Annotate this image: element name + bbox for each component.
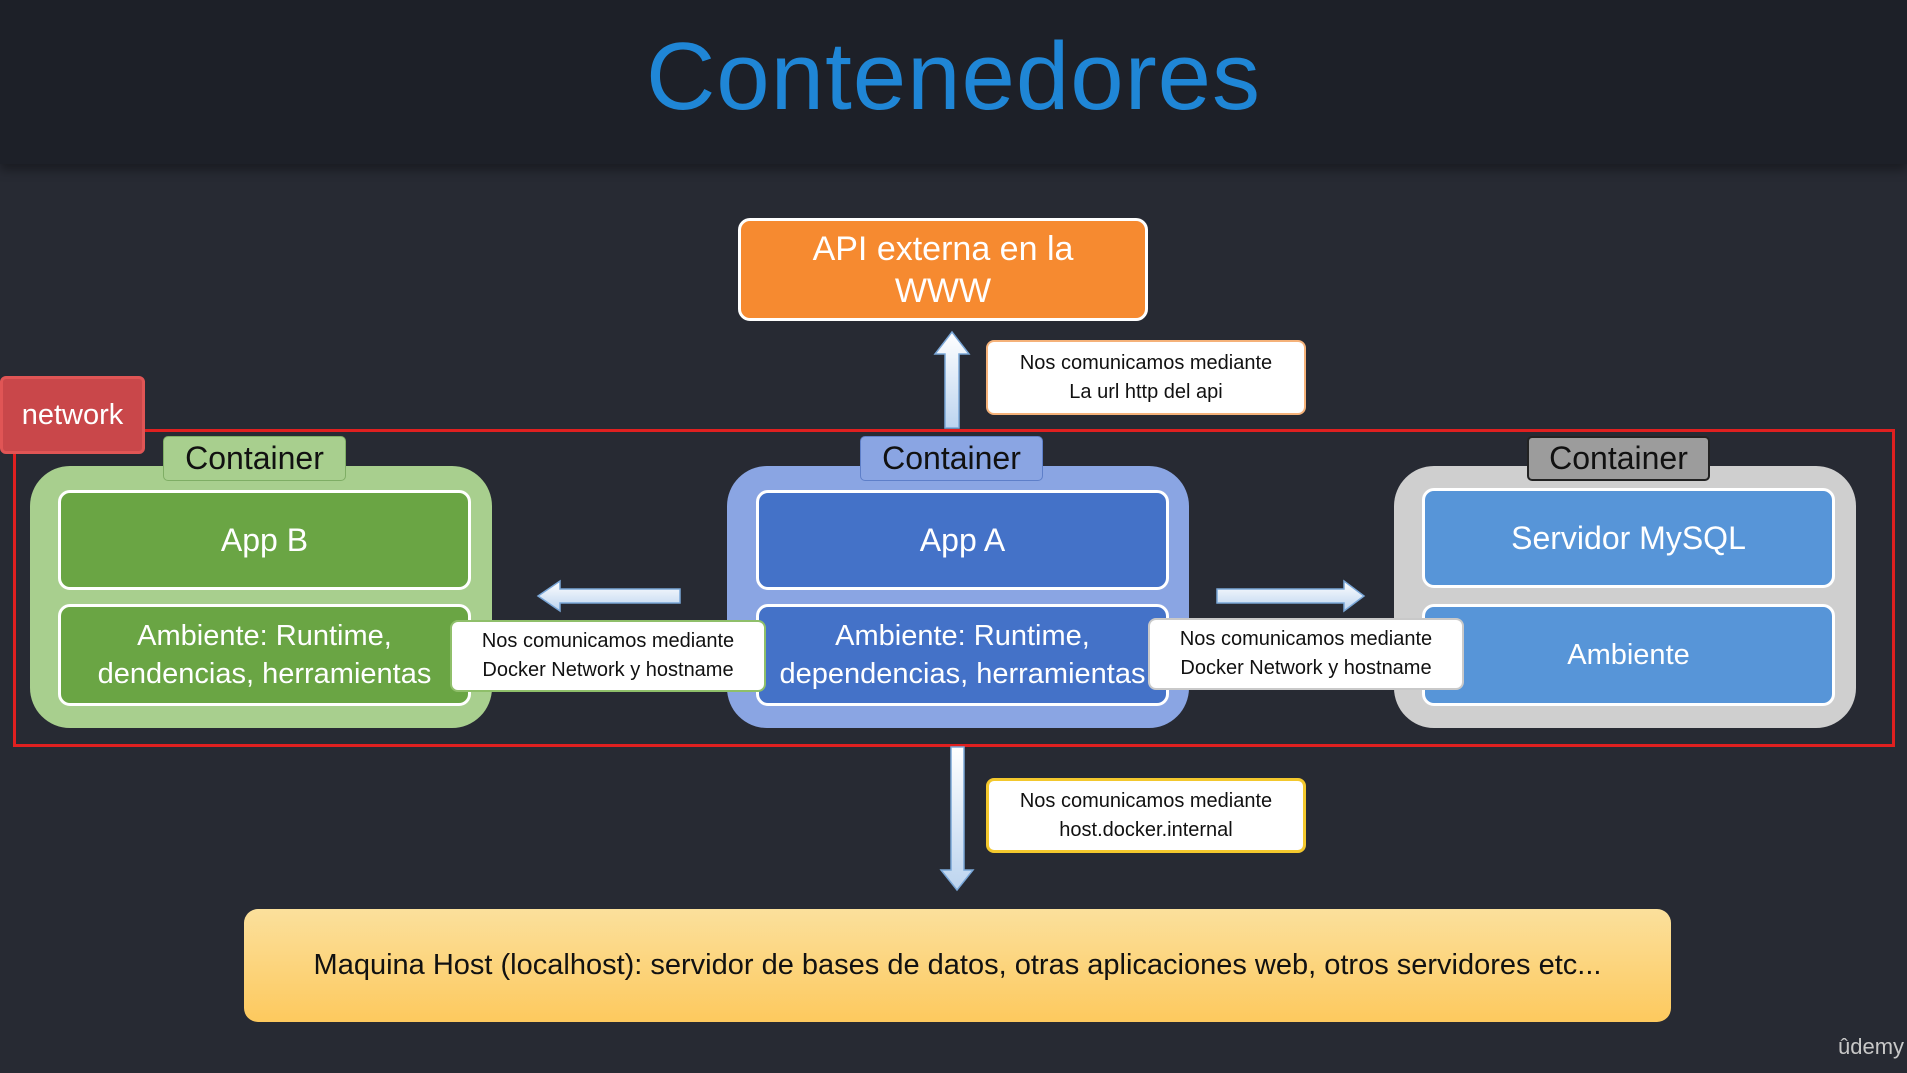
app-b-box: App B: [58, 490, 471, 590]
container-tab-b: Container: [163, 436, 346, 481]
note-host-docker-internal: Nos comunicamos mediante host.docker.int…: [986, 778, 1306, 853]
note-left-line1: Nos comunicamos mediante: [481, 630, 735, 652]
host-machine-box: Maquina Host (localhost): servidor de ba…: [244, 909, 1671, 1022]
note-docker-network-right: Nos comunicamos mediante Docker Network …: [1148, 618, 1464, 690]
app-a-environment: Ambiente: Runtime, dependencias, herrami…: [756, 604, 1169, 706]
app-b-environment: Ambiente: Runtime, dendencias, herramien…: [58, 604, 471, 706]
note-bottom-line2: host.docker.internal: [1059, 818, 1233, 841]
app-a-env-line1: Ambiente: Runtime,: [835, 620, 1090, 652]
arrow-left-to-app-b: [536, 579, 681, 613]
note-api-line1: Nos comunicamos mediante: [1019, 351, 1273, 374]
title-bar: [0, 0, 1907, 164]
container-tab-mysql: Container: [1527, 436, 1710, 481]
app-a-box: App A: [756, 490, 1169, 590]
external-api-line2: WWW: [894, 271, 992, 310]
note-bottom-line1: Nos comunicamos mediante: [1019, 789, 1273, 812]
network-label: network: [0, 376, 145, 454]
container-tab-a: Container: [860, 436, 1043, 481]
external-api-line1: API externa en la: [812, 229, 1074, 268]
udemy-watermark: ûdemy: [1838, 1034, 1905, 1059]
note-right-line2: Docker Network y hostname: [1180, 657, 1432, 679]
app-a-env-line2: dependencias, herramientas: [779, 658, 1146, 690]
mysql-environment: Ambiente: [1422, 604, 1835, 706]
note-docker-network-left: Nos comunicamos mediante Docker Network …: [450, 620, 766, 692]
note-left-line2: Docker Network y hostname: [482, 659, 734, 681]
note-right-line1: Nos comunicamos mediante: [1179, 628, 1433, 650]
network-boundary: [13, 429, 1895, 747]
note-api-line2: La url http del api: [1069, 380, 1223, 403]
external-api-box: API externa en la WWW: [738, 218, 1148, 321]
arrow-right-to-mysql: [1216, 579, 1366, 613]
arrow-down-to-host: [939, 746, 975, 892]
arrow-up-to-api: [933, 330, 971, 429]
note-api-url: Nos comunicamos mediante La url http del…: [986, 340, 1306, 415]
mysql-server-box: Servidor MySQL: [1422, 488, 1835, 588]
app-b-env-line1: Ambiente: Runtime,: [137, 620, 392, 652]
app-b-env-line2: dendencias, herramientas: [97, 658, 432, 690]
slide-title: Contenedores: [645, 23, 1262, 130]
